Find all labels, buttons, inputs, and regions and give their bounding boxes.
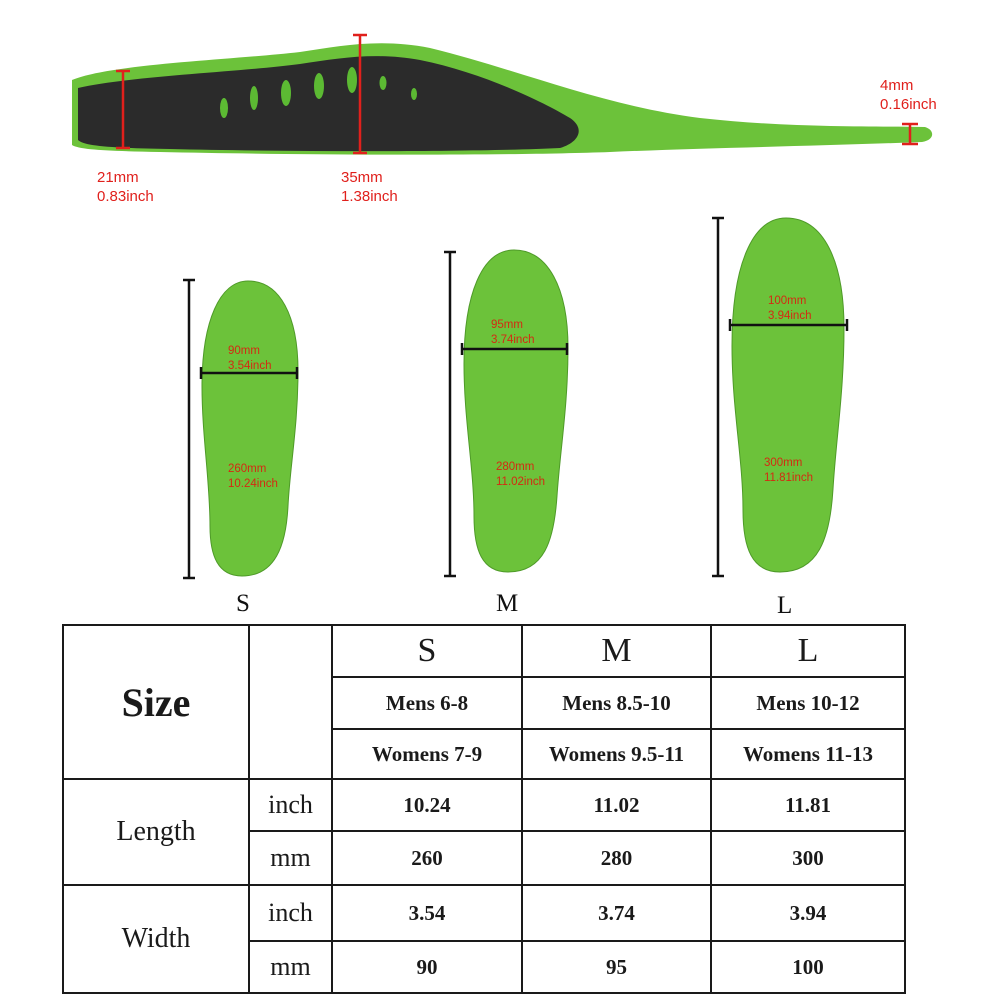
length-mm-l: 300 bbox=[710, 830, 906, 886]
m-width-inch: 3.74inch bbox=[491, 334, 535, 346]
table-row: Womens 7-9 Womens 9.5-11 Womens 11-13 bbox=[63, 728, 906, 780]
womens-s: Womens 7-9 bbox=[331, 728, 523, 780]
thickness-markers bbox=[116, 33, 918, 155]
m-length-mm: 280mm bbox=[496, 461, 535, 473]
m-size-letter: M bbox=[496, 590, 519, 617]
table-row: Mens 6-8 Mens 8.5-10 Mens 10-12 bbox=[63, 676, 906, 730]
l-size-letter: L bbox=[777, 592, 793, 619]
s-width-inch: 3.54inch bbox=[228, 360, 272, 372]
vent-holes bbox=[220, 67, 417, 118]
width-inch-l: 3.94 bbox=[710, 884, 906, 942]
insole-side-profile bbox=[72, 33, 933, 155]
length-mm-m: 280 bbox=[521, 830, 712, 886]
insole-top-s bbox=[183, 278, 299, 580]
table-row: mm 90 95 100 bbox=[63, 940, 906, 994]
width-label: Width bbox=[62, 884, 250, 994]
length-inch-s: 10.24 bbox=[331, 778, 523, 832]
size-m-header: M bbox=[521, 624, 712, 678]
l-width-inch: 3.94inch bbox=[768, 310, 812, 322]
l-width-mm: 100mm bbox=[768, 295, 807, 307]
width-mm-l: 100 bbox=[710, 940, 906, 994]
table-row: mm 260 280 300 bbox=[63, 830, 906, 886]
insole-top-m bbox=[444, 249, 569, 578]
womens-l: Womens 11-13 bbox=[710, 728, 906, 780]
m-width-mm: 95mm bbox=[491, 319, 523, 331]
size-chart-table: Size S M L Mens 6-8 Mens 8.5-10 Mens 10-… bbox=[62, 624, 906, 994]
size-s-header: S bbox=[331, 624, 523, 678]
s-length-inch: 10.24inch bbox=[228, 478, 278, 490]
s-width-mm: 90mm bbox=[228, 345, 260, 357]
length-mm-s: 260 bbox=[331, 830, 523, 886]
s-size-letter: S bbox=[236, 590, 250, 617]
m-length-inch: 11.02inch bbox=[496, 476, 546, 488]
empty-header-cell bbox=[248, 624, 333, 780]
l-length-mm: 300mm bbox=[764, 457, 803, 469]
width-inch-m: 3.74 bbox=[521, 884, 712, 942]
womens-m: Womens 9.5-11 bbox=[521, 728, 712, 780]
insole-top-l bbox=[712, 216, 849, 578]
width-unit-inch: inch bbox=[248, 884, 333, 942]
width-mm-m: 95 bbox=[521, 940, 712, 994]
size-header-cell: Size bbox=[62, 624, 250, 780]
length-unit-inch: inch bbox=[248, 778, 333, 832]
width-mm-s: 90 bbox=[331, 940, 523, 994]
width-unit-mm: mm bbox=[248, 940, 333, 994]
size-l-header: L bbox=[710, 624, 906, 678]
table-row: Length inch 10.24 11.02 11.81 bbox=[62, 778, 906, 886]
table-row: Size S M L bbox=[62, 624, 906, 780]
mens-l: Mens 10-12 bbox=[710, 676, 906, 730]
mens-m: Mens 8.5-10 bbox=[521, 676, 712, 730]
table-row: Width inch 3.54 3.74 3.94 bbox=[62, 884, 906, 994]
length-inch-l: 11.81 bbox=[710, 778, 906, 832]
mens-s: Mens 6-8 bbox=[331, 676, 523, 730]
width-inch-s: 3.54 bbox=[331, 884, 523, 942]
s-length-mm: 260mm bbox=[228, 463, 267, 475]
length-inch-m: 11.02 bbox=[521, 778, 712, 832]
l-length-inch: 11.81inch bbox=[764, 472, 814, 484]
length-unit-mm: mm bbox=[248, 830, 333, 886]
insole-dark-base bbox=[78, 56, 579, 152]
length-label: Length bbox=[62, 778, 250, 886]
